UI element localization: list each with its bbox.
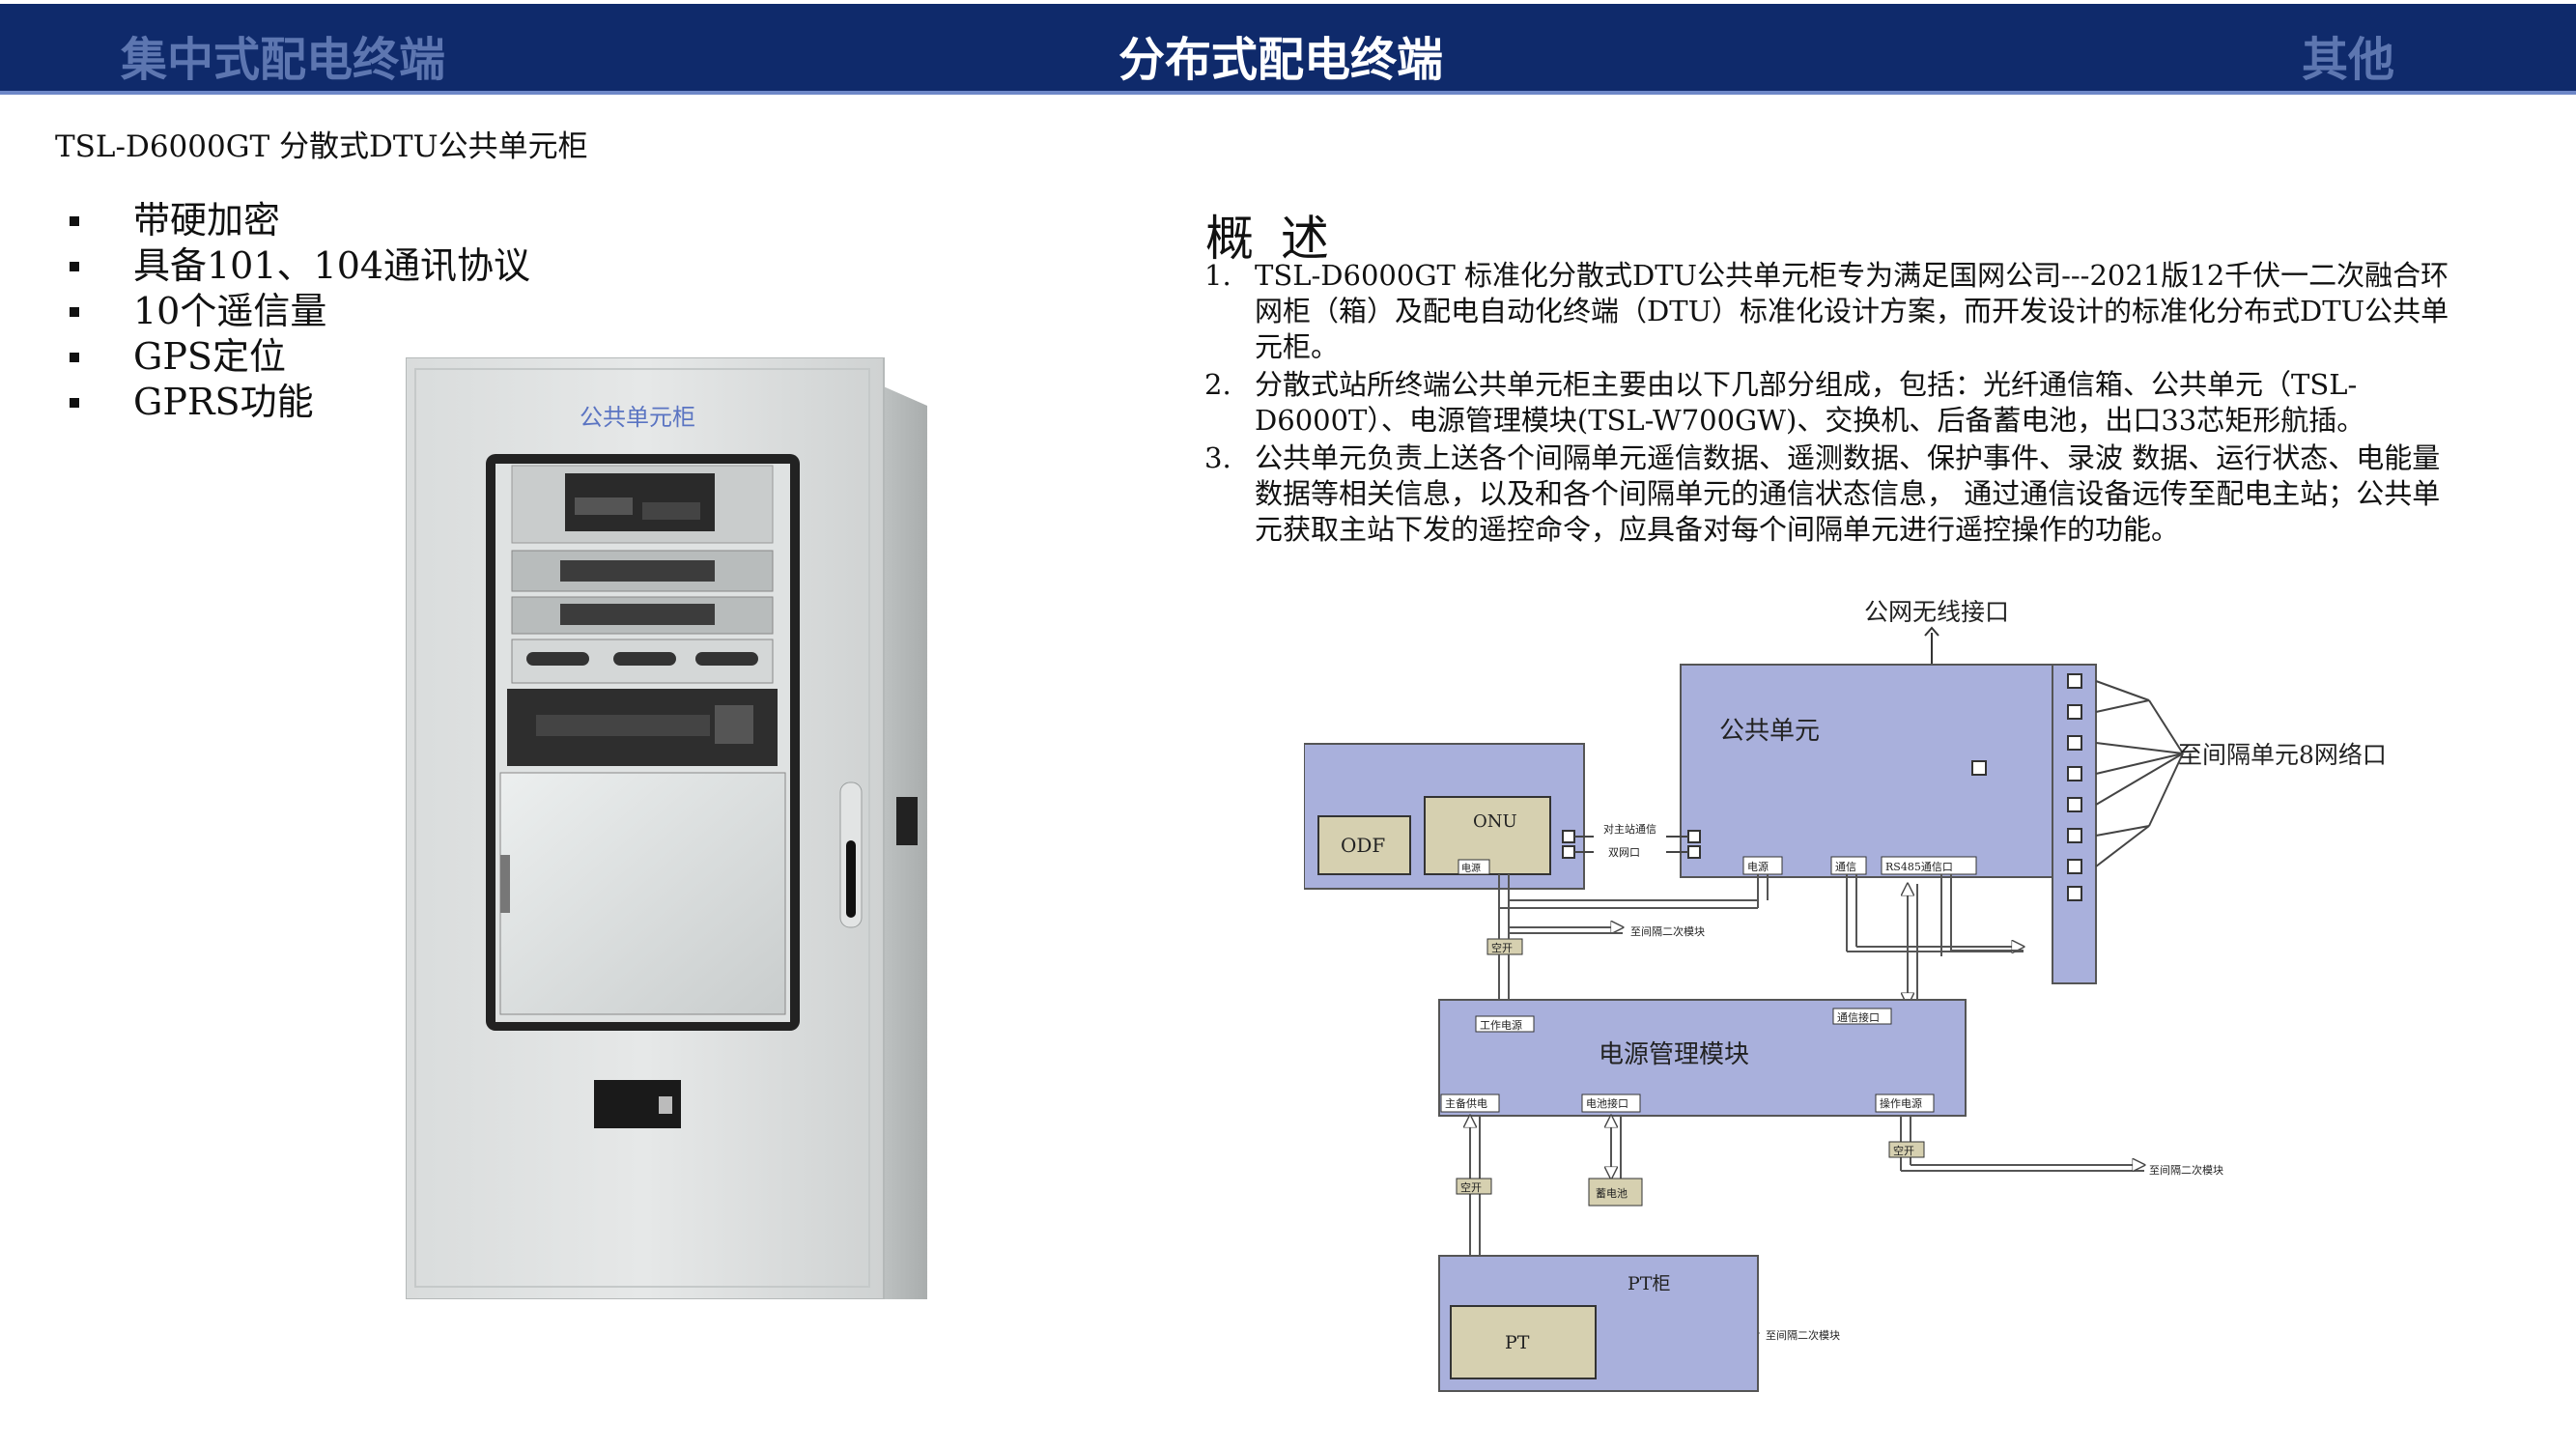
bullet-icon xyxy=(70,353,79,362)
onu-label: ONU xyxy=(1473,811,1517,832)
network-switch xyxy=(560,560,715,582)
bullet-icon xyxy=(70,262,79,271)
overview-item: 3. 公共单元负责上送各个间隔单元遥信数据、遥测数据、保护事件、录波 数据、运行状… xyxy=(1204,440,2460,548)
onu-power-label: 电源 xyxy=(1461,862,1481,874)
pt-label: PT xyxy=(1505,1332,1530,1353)
system-diagram: 公网无线接口 公共单元 电源 通信 RS485通信口 至间隔单元8网络口 OD xyxy=(1304,580,2424,1401)
overview-title: 概 述 xyxy=(1205,211,1335,267)
top-nav-bar: 集中式配电终端 分布式配电终端 其他 xyxy=(0,0,2576,95)
odf-box xyxy=(1317,815,1411,875)
battery-label: 蓄电池 xyxy=(1596,1187,1628,1200)
feature-item: GPRS功能 xyxy=(68,380,530,425)
work-power-label: 工作电源 xyxy=(1480,1018,1522,1032)
overview-item-number: 1. xyxy=(1204,259,1231,292)
switch-label-right: 空开 xyxy=(1893,1144,1914,1157)
public-unit-label: 公共单元 xyxy=(1719,717,1820,746)
product-title: TSL-D6000GT 分散式DTU公共单元柜 xyxy=(55,129,588,164)
network-switch xyxy=(560,604,715,625)
pu-rs485-label: RS485通信口 xyxy=(1885,861,1953,873)
bullet-icon xyxy=(70,398,79,408)
pu-comm-label: 通信 xyxy=(1835,861,1856,873)
battery-box xyxy=(1588,1178,1643,1207)
feature-list: 带硬加密 具备101、104通讯协议 10个遥信量 GPS定位 GPRS功能 xyxy=(68,198,530,425)
feature-item: 具备101、104通讯协议 xyxy=(68,243,530,289)
antenna-icon xyxy=(1924,626,1939,665)
feature-text: 具备101、104通讯协议 xyxy=(133,244,531,287)
pt-box xyxy=(1450,1305,1597,1379)
cabinet-label: 公共单元柜 xyxy=(580,404,695,431)
tab-centralized-terminal[interactable]: 集中式配电终端 xyxy=(121,33,446,87)
odf-label: ODF xyxy=(1341,834,1385,857)
feature-text: GPRS功能 xyxy=(133,381,314,423)
overview-item-text: 分散式站所终端公共单元柜主要由以下几部分组成，包括：光纤通信箱、公共单元（TSL… xyxy=(1255,368,2365,437)
main-power-label: 主备供电 xyxy=(1445,1096,1487,1110)
overview-item-number: 3. xyxy=(1204,441,1231,474)
feature-text: 带硬加密 xyxy=(133,199,281,242)
bullet-icon xyxy=(70,307,79,317)
overview-item: 2. 分散式站所终端公共单元柜主要由以下几部分组成，包括：光纤通信箱、公共单元（T… xyxy=(1204,367,2460,439)
operate-power-label: 操作电源 xyxy=(1880,1096,1922,1110)
overview-list: 1. TSL-D6000GT 标准化分散式DTU公共单元柜专为满足国网公司---2… xyxy=(1204,258,2460,550)
to-secondary-label-right: 至间隔二次模块 xyxy=(2149,1163,2223,1177)
overview-item-text: TSL-D6000GT 标准化分散式DTU公共单元柜专为满足国网公司---202… xyxy=(1255,259,2449,363)
tab-distributed-terminal[interactable]: 分布式配电终端 xyxy=(1118,33,1444,87)
feature-text: 10个遥信量 xyxy=(133,290,327,332)
pt-cabinet-label: PT柜 xyxy=(1628,1273,1670,1294)
public-unit-box xyxy=(1680,664,2053,878)
overview-item: 1. TSL-D6000GT 标准化分散式DTU公共单元柜专为满足国网公司---2… xyxy=(1204,258,2460,365)
dual-port-label: 双网口 xyxy=(1608,846,1640,859)
to-interval-label: 至间隔单元8网络口 xyxy=(2178,741,2387,769)
battery-port-label: 电池接口 xyxy=(1586,1097,1628,1110)
feature-item: GPS定位 xyxy=(68,334,530,380)
to-secondary-label-top: 至间隔二次模块 xyxy=(1630,924,1705,938)
main-station-comm-label: 对主站通信 xyxy=(1603,822,1656,836)
feature-item: 带硬加密 xyxy=(68,198,530,243)
overview-item-text: 公共单元负责上送各个间隔单元遥信数据、遥测数据、保护事件、录波 数据、运行状态、… xyxy=(1255,441,2441,546)
pu-power-label: 电源 xyxy=(1747,860,1769,873)
feature-text: GPS定位 xyxy=(133,335,286,378)
switch-label-bottom: 空开 xyxy=(1460,1180,1482,1194)
overview-item-number: 2. xyxy=(1204,368,1231,401)
switch-label-top: 空开 xyxy=(1491,941,1513,954)
wireless-interface-label: 公网无线接口 xyxy=(1864,598,2009,626)
tab-other[interactable]: 其他 xyxy=(2302,33,2395,87)
bullet-icon xyxy=(70,216,79,226)
comm-port-label: 通信接口 xyxy=(1837,1011,1880,1024)
feature-item: 10个遥信量 xyxy=(68,289,530,334)
power-management-label: 电源管理模块 xyxy=(1599,1040,1749,1069)
cabinet-illustration: 公共单元柜 xyxy=(406,357,927,1299)
to-secondary-label-bottom: 至间隔二次模块 xyxy=(1766,1328,1840,1342)
